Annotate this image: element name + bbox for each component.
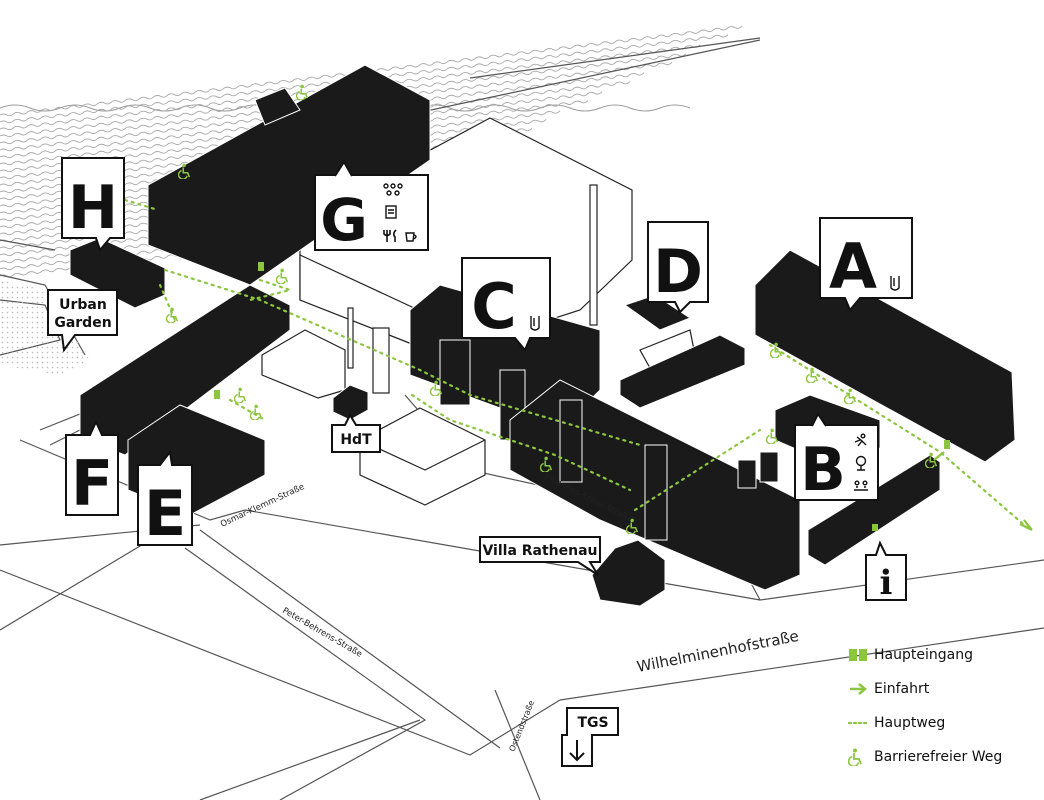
info-label: i xyxy=(880,563,893,603)
main-paths xyxy=(123,198,1032,532)
building-g-block xyxy=(147,64,431,286)
sports-icon xyxy=(854,433,867,447)
wheelchair-icon xyxy=(848,747,874,767)
building-a-label: A xyxy=(829,230,877,303)
callout-villa-rathenau[interactable]: Villa Rathenau xyxy=(479,536,601,576)
buildings-dark xyxy=(69,64,1016,591)
callout-a[interactable]: A xyxy=(819,217,913,312)
callout-g[interactable]: G xyxy=(314,160,429,254)
dotted-line-icon xyxy=(848,713,874,733)
arrow-down-icon xyxy=(569,740,585,762)
hdt-block xyxy=(332,384,369,421)
callout-d[interactable]: D xyxy=(647,221,709,314)
villa-rathenau-label: Villa Rathenau xyxy=(482,543,597,559)
building-b-label: B xyxy=(800,435,846,505)
main-entrances xyxy=(214,262,950,531)
driveway-arrows xyxy=(933,451,1033,531)
street-wilhelminenhof: Wilhelminenhofstraße xyxy=(635,627,800,676)
legend-driveway-label: Einfahrt xyxy=(874,681,930,697)
library-icon xyxy=(530,316,540,331)
legend-accessible-label: Barrierefreier Weg xyxy=(874,749,1003,765)
villa-rathenau-building xyxy=(591,539,666,607)
callout-info[interactable]: i xyxy=(865,540,907,603)
international-office-icon xyxy=(855,455,867,471)
callout-tgs[interactable]: TGS xyxy=(561,707,619,767)
building-g-label: G xyxy=(320,186,368,254)
callout-f[interactable]: F xyxy=(65,419,119,520)
callout-h[interactable]: H xyxy=(61,157,125,253)
building-d-label: D xyxy=(653,237,703,307)
legend-main-path: Hauptweg xyxy=(848,706,1038,740)
arrow-right-icon xyxy=(848,679,874,699)
legend: Haupteingang Einfahrt Hauptweg Barrieref… xyxy=(848,638,1038,774)
street-peter-behrens: Peter-Behrens-Straße xyxy=(281,606,364,660)
student-council-icon xyxy=(383,183,403,196)
building-d-block xyxy=(623,294,692,331)
building-a-block xyxy=(754,249,1016,463)
library-icon-a xyxy=(890,276,900,291)
urban-garden-area xyxy=(0,280,90,375)
legend-entrance-label: Haupteingang xyxy=(874,647,973,663)
callout-b[interactable]: B xyxy=(794,412,879,505)
urban-garden-line2: Garden xyxy=(54,315,111,331)
mensa-icon xyxy=(383,229,397,242)
urban-garden-line1: Urban xyxy=(59,297,107,313)
building-h-label: H xyxy=(68,173,118,243)
student-service-icon xyxy=(854,480,868,491)
legend-main-path-label: Hauptweg xyxy=(874,715,946,731)
print-shop-icon xyxy=(385,205,397,219)
street-ostend: Ostendstraße xyxy=(508,699,537,753)
callout-hdt[interactable]: HdT xyxy=(331,412,381,453)
tgs-label: TGS xyxy=(577,715,608,731)
building-f-label: F xyxy=(71,447,113,520)
entrance-icon xyxy=(848,645,874,665)
legend-driveway: Einfahrt xyxy=(848,672,1038,706)
cafe-icon xyxy=(405,232,417,242)
building-e-label: E xyxy=(144,477,186,550)
building-c-label: C xyxy=(471,270,517,343)
legend-accessible: Barrierefreier Weg xyxy=(848,740,1038,774)
legend-entrance: Haupteingang xyxy=(848,638,1038,672)
callout-c[interactable]: C xyxy=(461,257,551,352)
callout-e[interactable]: E xyxy=(137,449,193,550)
hdt-label: HdT xyxy=(340,432,372,448)
callout-urban-garden[interactable]: Urban Garden xyxy=(47,289,118,353)
